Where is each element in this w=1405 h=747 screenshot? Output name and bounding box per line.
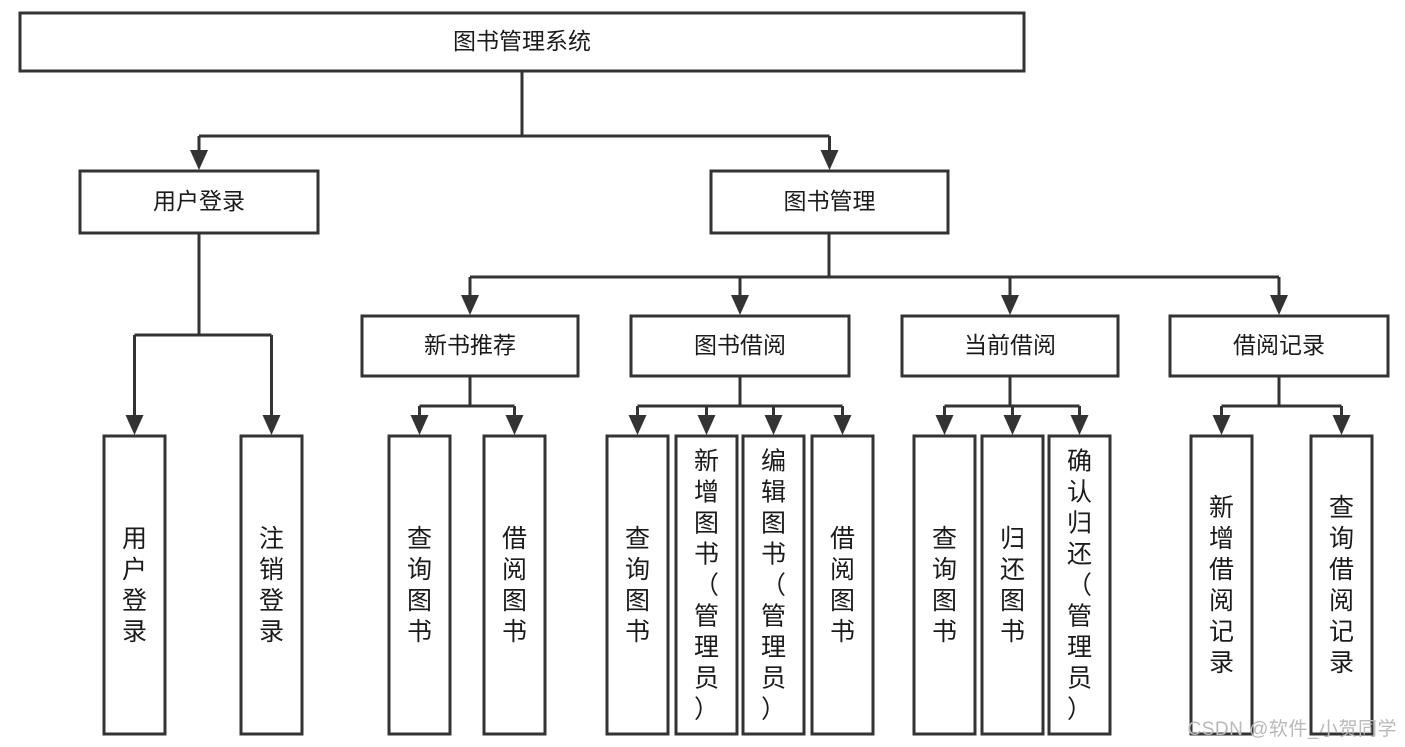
node-box-record[interactable] [1168, 314, 1390, 378]
node-label-leaf-12: 新增借阅记录 [1209, 494, 1234, 677]
node-login[interactable]: 用户登录 [78, 169, 320, 235]
connector-group-borrow [628, 376, 852, 435]
node-root[interactable]: 图书管理系统 [18, 11, 1026, 73]
node-label-leaf-3: 查询图书 [407, 525, 432, 646]
node-box-login[interactable] [78, 169, 320, 235]
node-leaf-10[interactable]: 归还图书 [980, 434, 1045, 736]
node-box-current[interactable] [900, 314, 1120, 378]
node-box-leaf-11[interactable] [1047, 434, 1112, 736]
connector-group-root [190, 71, 839, 170]
node-label-current: 当前借阅 [964, 332, 1056, 358]
node-leaf-13[interactable]: 查询借阅记录 [1309, 434, 1374, 736]
node-label-leaf-8: 借阅图书 [830, 525, 855, 646]
node-box-bookmgmt[interactable] [709, 169, 950, 235]
node-box-leaf-8[interactable] [810, 434, 875, 736]
node-leaf-5[interactable]: 查询图书 [605, 434, 670, 736]
node-box-leaf-6[interactable] [674, 434, 739, 736]
node-box-newbook[interactable] [360, 314, 580, 378]
node-box-leaf-13[interactable] [1309, 434, 1374, 736]
csdn-watermark: CSDN @软件_小贺同学 [1187, 719, 1397, 740]
node-label-leaf-9: 查询图书 [932, 525, 957, 646]
node-label-leaf-7: 编辑图书（管理员） [761, 448, 786, 724]
node-box-leaf-4[interactable] [482, 434, 547, 736]
node-leaf-11[interactable]: 确认归还（管理员） [1047, 434, 1112, 736]
node-box-leaf-3[interactable] [387, 434, 452, 736]
node-label-login: 用户登录 [153, 188, 245, 214]
connector-group-newbook [410, 376, 524, 435]
node-label-leaf-2: 注销登录 [259, 525, 284, 646]
node-label-leaf-4: 借阅图书 [502, 525, 527, 646]
connector-group-bookmgmt [461, 233, 1288, 315]
connector-group-record [1212, 376, 1351, 435]
node-leaf-12[interactable]: 新增借阅记录 [1189, 434, 1254, 736]
node-box-root[interactable] [18, 11, 1026, 73]
node-leaf-9[interactable]: 查询图书 [912, 434, 977, 736]
node-label-leaf-10: 归还图书 [1000, 525, 1025, 646]
node-label-leaf-6: 新增图书（管理员） [694, 448, 719, 724]
node-borrow[interactable]: 图书借阅 [629, 314, 851, 378]
node-label-newbook: 新书推荐 [424, 332, 516, 358]
node-leaf-8[interactable]: 借阅图书 [810, 434, 875, 736]
connector-layer [125, 71, 1351, 435]
node-box-leaf-12[interactable] [1189, 434, 1254, 736]
node-label-record: 借阅记录 [1233, 332, 1325, 358]
node-leaf-7[interactable]: 编辑图书（管理员） [741, 434, 806, 736]
node-layer: 图书管理系统用户登录图书管理新书推荐图书借阅当前借阅借阅记录用户登录注销登录查询… [18, 11, 1390, 736]
node-label-leaf-11: 确认归还（管理员） [1067, 448, 1092, 724]
node-box-borrow[interactable] [629, 314, 851, 378]
node-leaf-3[interactable]: 查询图书 [387, 434, 452, 736]
node-box-leaf-9[interactable] [912, 434, 977, 736]
node-box-leaf-10[interactable] [980, 434, 1045, 736]
connector-group-login [125, 233, 281, 435]
node-label-root: 图书管理系统 [453, 28, 591, 54]
node-box-leaf-5[interactable] [605, 434, 670, 736]
node-box-leaf-7[interactable] [741, 434, 806, 736]
node-leaf-6[interactable]: 新增图书（管理员） [674, 434, 739, 736]
node-box-leaf-1[interactable] [102, 434, 167, 736]
node-label-leaf-13: 查询借阅记录 [1329, 494, 1354, 677]
node-bookmgmt[interactable]: 图书管理 [709, 169, 950, 235]
node-label-bookmgmt: 图书管理 [784, 188, 876, 214]
node-label-borrow: 图书借阅 [694, 332, 786, 358]
node-current[interactable]: 当前借阅 [900, 314, 1120, 378]
node-leaf-1[interactable]: 用户登录 [102, 434, 167, 736]
node-leaf-4[interactable]: 借阅图书 [482, 434, 547, 736]
node-box-leaf-2[interactable] [239, 434, 304, 736]
node-label-leaf-5: 查询图书 [625, 525, 650, 646]
node-leaf-2[interactable]: 注销登录 [239, 434, 304, 736]
node-label-leaf-1: 用户登录 [122, 525, 147, 646]
connector-group-current [935, 376, 1089, 435]
node-record[interactable]: 借阅记录 [1168, 314, 1390, 378]
node-newbook[interactable]: 新书推荐 [360, 314, 580, 378]
